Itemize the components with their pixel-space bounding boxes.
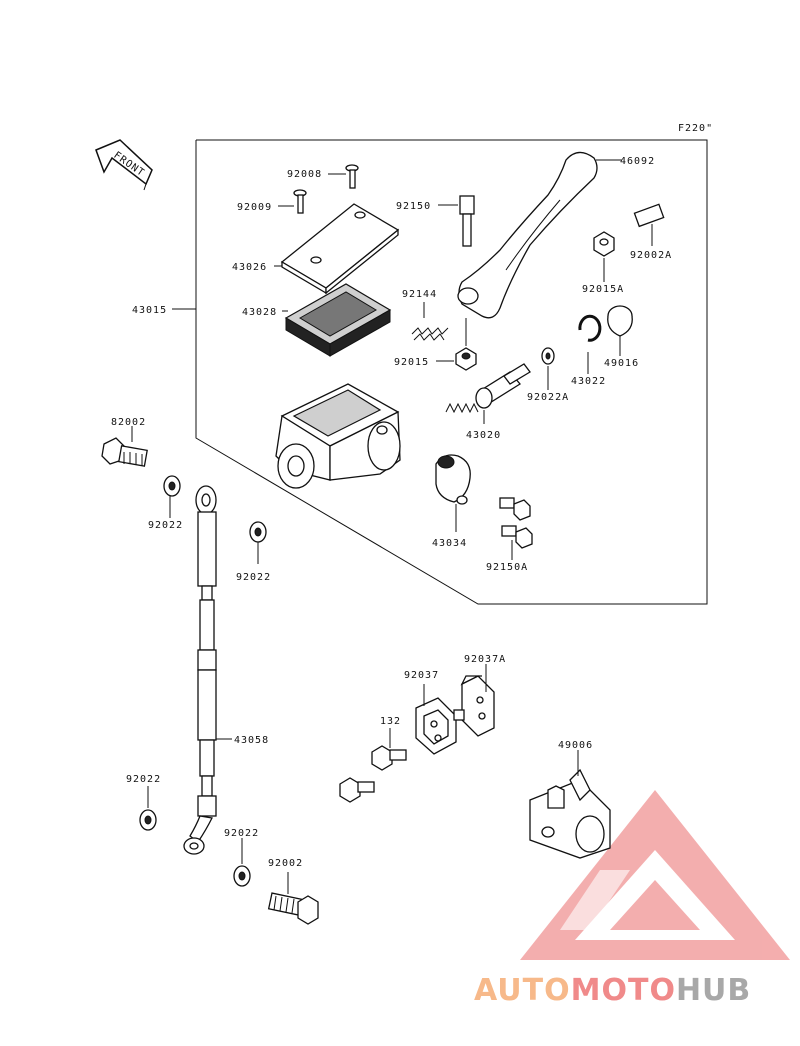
master-cylinder-body <box>275 383 401 489</box>
label-92037: 92037 <box>404 670 439 681</box>
circlip <box>578 314 602 342</box>
label-92144: 92144 <box>402 289 437 300</box>
label-92015: 92015 <box>394 357 429 368</box>
label-92002: 92002 <box>268 858 303 869</box>
banjo-bolt-92002 <box>267 892 319 925</box>
label-92008: 92008 <box>287 169 322 180</box>
adjuster-bolt <box>633 203 665 228</box>
label-43034: 43034 <box>432 538 467 549</box>
washer-92022-middle <box>249 521 267 543</box>
screw-92009 <box>293 189 307 214</box>
brake-lever <box>457 151 598 319</box>
diaphragm <box>284 283 392 357</box>
nut-92015 <box>455 347 477 371</box>
label-92009: 92009 <box>237 202 272 213</box>
nut-92015A <box>593 231 615 257</box>
label-43058: 43058 <box>234 735 269 746</box>
washer-92022-bottom <box>233 865 251 887</box>
banjo-bolt-82002 <box>101 437 148 467</box>
reservoir-cap <box>280 203 400 295</box>
washer-92022-left <box>163 475 181 497</box>
piston-kit <box>445 363 531 414</box>
label-132: 132 <box>380 716 401 727</box>
bolt-92150A-lower <box>501 525 533 549</box>
label-43028: 43028 <box>242 307 277 318</box>
label-92015A: 92015A <box>582 284 624 295</box>
bolt-92150A-upper <box>499 497 531 521</box>
clamp-43034 <box>435 454 471 505</box>
assembly-boundary <box>195 139 708 605</box>
label-92022A: 92022A <box>527 392 569 403</box>
bolt-132-lower <box>339 777 375 803</box>
label-92022-c: 92022 <box>126 774 161 785</box>
label-49016: 49016 <box>604 358 639 369</box>
label-43026: 43026 <box>232 262 267 273</box>
label-43015: 43015 <box>132 305 167 316</box>
screw-92008 <box>345 164 359 189</box>
hose-bracket-92037A <box>453 675 495 737</box>
pivot-bolt <box>459 195 475 247</box>
label-82002: 82002 <box>111 417 146 428</box>
hose-bracket-92037 <box>415 697 457 755</box>
label-43020: 43020 <box>466 430 501 441</box>
label-92022-b: 92022 <box>236 572 271 583</box>
dust-boot <box>607 305 633 337</box>
bolt-132-upper <box>371 745 407 771</box>
spring-92144 <box>411 327 449 341</box>
label-49006: 49006 <box>558 740 593 751</box>
washer-92022A <box>541 347 555 365</box>
watermark-logo <box>520 790 790 960</box>
label-92150: 92150 <box>396 201 431 212</box>
label-46092: 46092 <box>620 156 655 167</box>
label-43022: 43022 <box>571 376 606 387</box>
label-92037A: 92037A <box>464 654 506 665</box>
figure-code: F220" <box>678 123 713 134</box>
brake-hose <box>183 485 217 855</box>
brake-switch <box>529 768 611 859</box>
label-92022-a: 92022 <box>148 520 183 531</box>
watermark-text: AUTOMOTOHUB <box>474 973 751 1008</box>
washer-92022-lower-left <box>139 809 157 831</box>
label-92022-d: 92022 <box>224 828 259 839</box>
label-92150A: 92150A <box>486 562 528 573</box>
front-arrow-icon: FRONT <box>95 139 153 191</box>
label-92002A: 92002A <box>630 250 672 261</box>
